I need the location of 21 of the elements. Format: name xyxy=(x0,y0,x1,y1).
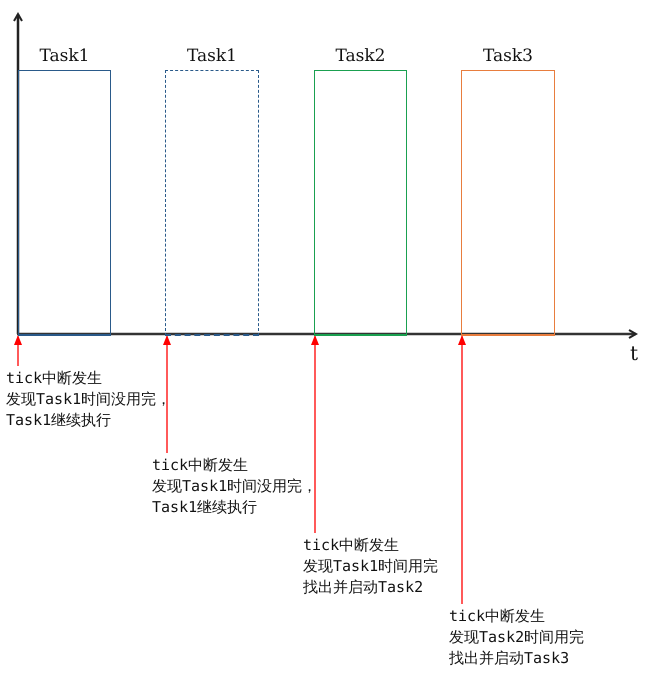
annotation-text: tick中断发生 xyxy=(6,368,104,389)
annotation-text: 找出并启动Task2 xyxy=(303,577,424,598)
annotation-text: tick中断发生 xyxy=(152,455,250,476)
annotation-text: 发现Task2时间用完 xyxy=(449,627,584,648)
annotation-text: 发现Task1时间没用完， xyxy=(6,389,172,410)
arrow xyxy=(311,335,319,533)
annotation-text: Task1继续执行 xyxy=(6,410,112,431)
annotation-text: 发现Task1时间没用完， xyxy=(152,476,318,497)
arrow xyxy=(163,335,171,453)
annotation-text: 找出并启动Task3 xyxy=(449,648,570,669)
task-label: Task2 xyxy=(334,46,386,66)
task-label: Task3 xyxy=(482,46,534,66)
annotation-text: 发现Task1时间用完 xyxy=(303,556,438,577)
arrow xyxy=(14,335,22,366)
task-label: Task1 xyxy=(186,46,238,66)
axis-label: t xyxy=(630,343,638,363)
annotation-text: Task1继续执行 xyxy=(152,497,258,518)
task-label: Task1 xyxy=(38,46,90,66)
annotation-text: tick中断发生 xyxy=(303,535,400,556)
arrow xyxy=(458,335,466,604)
annotation-text: tick中断发生 xyxy=(449,606,546,627)
